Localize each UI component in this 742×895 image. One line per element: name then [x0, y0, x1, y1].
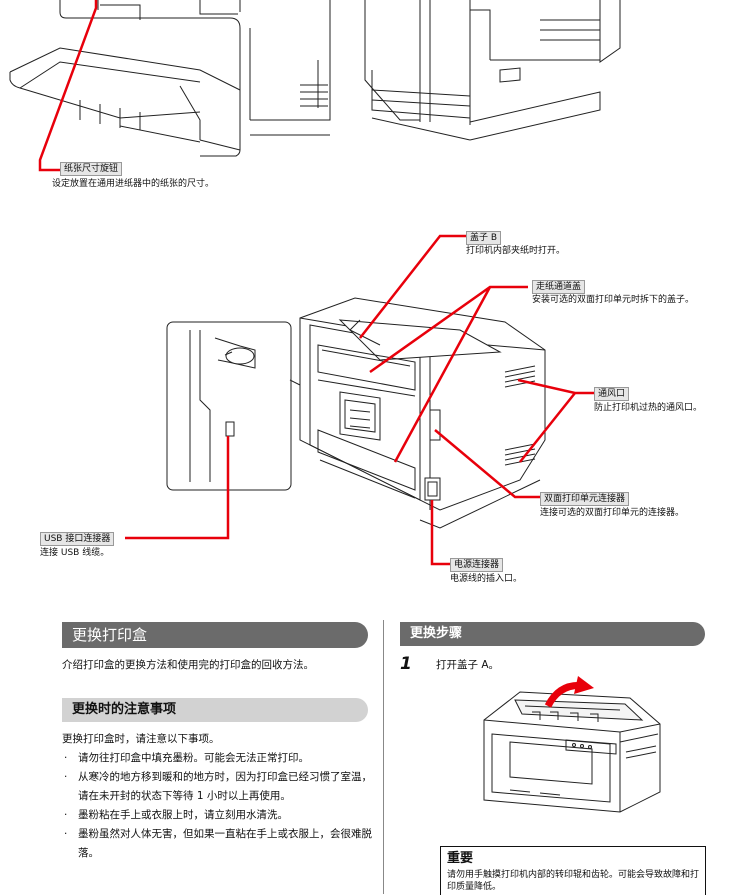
intro-text: 介绍打印盒的更换方法和使用完的打印盒的回收方法。	[62, 659, 314, 671]
usb-connector-desc: 连接 USB 线缆。	[40, 548, 110, 558]
usb-connector-label: USB 接口连接器	[40, 532, 115, 546]
precautions-lead: 更换打印盒时，请注意以下事项。	[62, 733, 220, 745]
duplex-connector-desc: 连接可选的双面打印单元的连接器。	[540, 508, 685, 518]
list-item: 请勿往打印盒中填充墨粉。可能会无法正常打印。	[62, 749, 374, 768]
step-number: 1	[400, 654, 412, 674]
usb-callout-line	[125, 436, 230, 540]
paper-path-cover-desc: 安装可选的双面打印单元时拆下的盖子。	[532, 295, 695, 305]
section-title-steps: 更换步骤	[400, 622, 705, 646]
section-title-replace-cartridge: 更换打印盒	[62, 622, 368, 648]
power-connector-label: 电源连接器	[450, 558, 504, 572]
cover-b-callout-line	[359, 234, 470, 339]
power-connector-desc: 电源线的插入口。	[450, 574, 523, 584]
duplex-callout-line	[434, 429, 540, 499]
step-text: 打开盖子 A。	[436, 659, 500, 671]
important-text: 请勿用手触摸打印机内部的转印辊和齿轮。可能会导致故障和打印质量降低。	[447, 870, 700, 892]
cover-b-label: 盖子 B	[466, 231, 502, 245]
vent-label: 通风口	[594, 387, 630, 401]
printer-rear-illustration	[125, 234, 594, 566]
power-callout-line	[430, 500, 450, 566]
list-item: 从寒冷的地方移到暖和的地方时，因为打印盒已经习惯了室温，请在未开封的状态下等待 …	[62, 768, 374, 806]
paper-dial-label: 纸张尺寸旋钮	[60, 162, 123, 176]
important-note-box: 重要 请勿用手触摸打印机内部的转印辊和齿轮。可能会导致故障和打印质量降低。	[440, 846, 706, 895]
column-divider	[383, 620, 384, 894]
duplex-connector-label: 双面打印单元连接器	[540, 492, 630, 506]
paper-dial-callout-line	[38, 0, 98, 172]
arrow-head-icon	[574, 676, 594, 694]
list-item: 墨粉粘在手上或衣服上时，请立刻用水清洗。	[62, 806, 374, 825]
paper-path-cover-label: 走纸通道盖	[532, 280, 586, 294]
vent-desc: 防止打印机过热的通风口。	[594, 403, 703, 413]
open-cover-a-illustration	[483, 676, 661, 813]
precautions-list: 请勿往打印盒中填充墨粉。可能会无法正常打印。 从寒冷的地方移到暖和的地方时，因为…	[62, 749, 374, 863]
printer-front-illustration	[9, 0, 621, 172]
list-item: 墨粉虽然对人体无害，但如果一直粘在手上或衣服上，会很难脱落。	[62, 825, 374, 863]
cover-b-desc: 打印机内部夹纸时打开。	[466, 246, 566, 256]
paper-dial-desc: 设定放置在通用进纸器中的纸张的尺寸。	[52, 179, 215, 189]
subsection-title-precautions: 更换时的注意事项	[62, 698, 368, 722]
important-title: 重要	[447, 851, 474, 866]
